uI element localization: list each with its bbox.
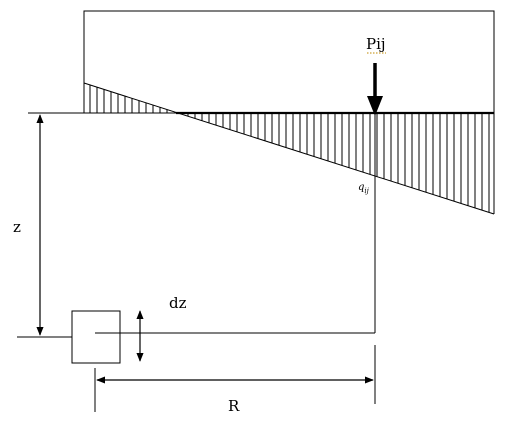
dz-label: dz: [169, 294, 187, 312]
stress-label-subscript: ij: [364, 187, 369, 195]
soil-element: [71, 310, 121, 364]
stress-distribution-hatching: [89, 84, 490, 213]
foundation-block: [83, 10, 495, 114]
stress-label: qij: [358, 182, 370, 195]
r-label: R: [228, 397, 240, 415]
stress-profile-line: [83, 82, 495, 215]
depth-label: z: [13, 218, 21, 236]
load-label: Pij: [366, 35, 386, 53]
load-arrow-head: [367, 96, 383, 116]
